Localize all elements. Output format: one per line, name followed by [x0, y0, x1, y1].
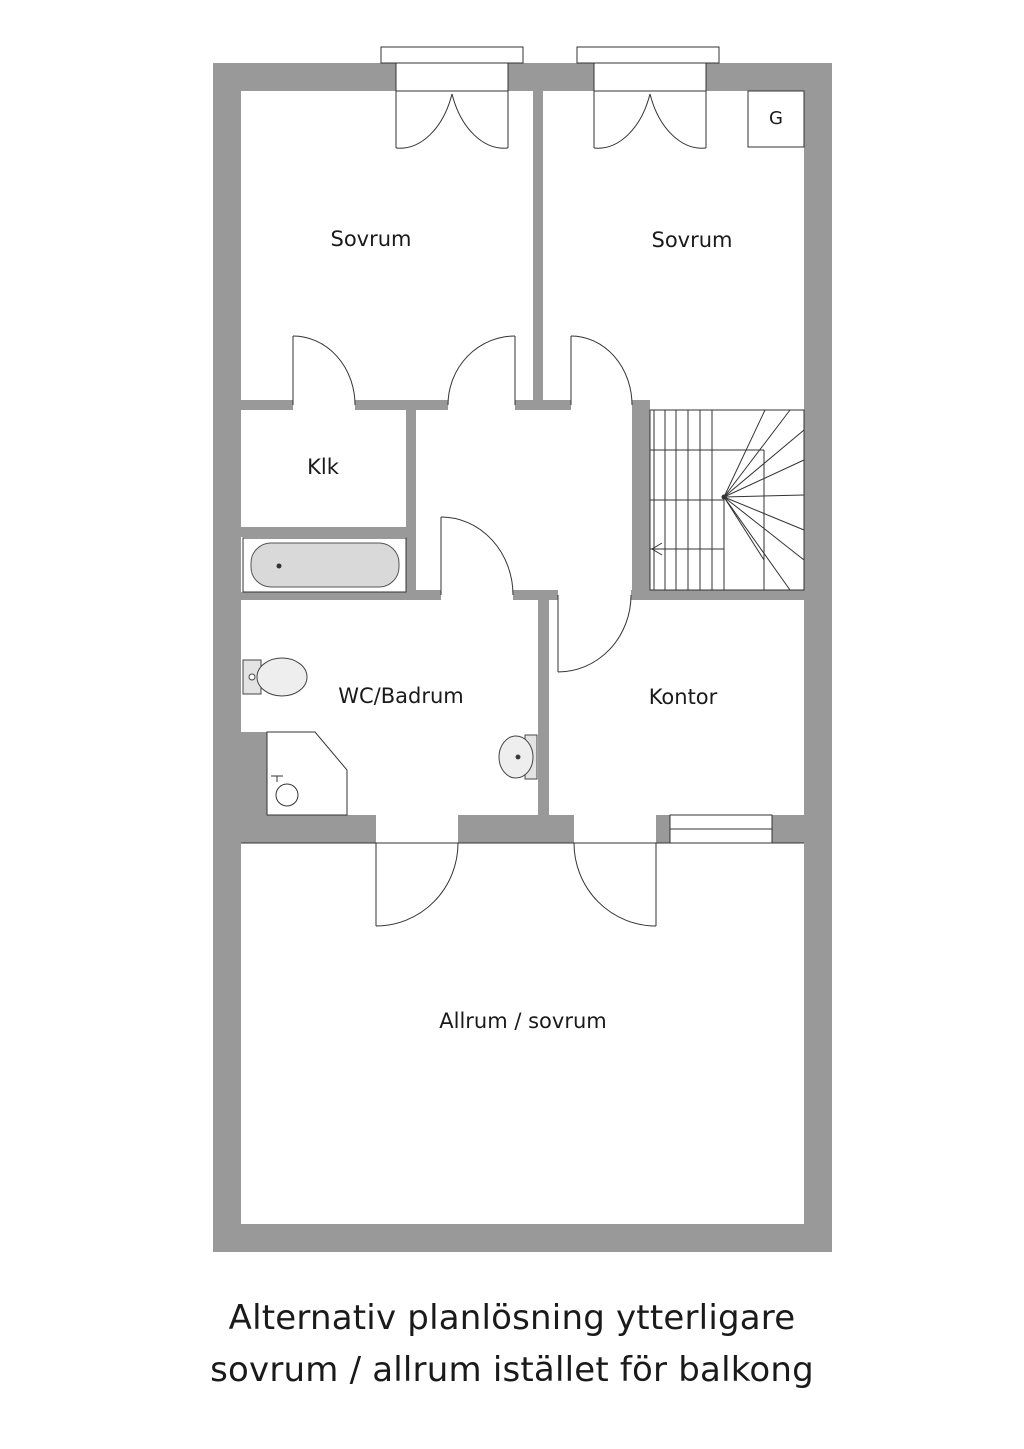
wall-bedroom-divider: [533, 91, 543, 408]
wall-allrum-1: [241, 815, 376, 843]
window-top-left: [380, 46, 524, 64]
wall-under-bedrooms-1: [241, 400, 293, 410]
staircase: [649, 409, 805, 591]
wardrobe-g: [747, 90, 805, 148]
wall-top-left: [213, 63, 396, 91]
wall-allrum-4: [772, 815, 804, 843]
label-wc-badrum: WC/Badrum: [338, 684, 464, 708]
sink: [498, 734, 538, 780]
wall-wc-top-2: [513, 590, 558, 600]
label-g: G: [769, 108, 783, 129]
wall-under-bedrooms-4: [632, 400, 650, 410]
interior-walls: [241, 91, 804, 843]
caption-line-1: Alternativ planlösning ytterligare: [228, 1298, 796, 1338]
outer-walls: [213, 63, 832, 1252]
wall-bottom: [213, 1224, 832, 1252]
caption-line-2: sovrum / allrum istället för balkong: [210, 1350, 814, 1390]
wall-stairs-left: [632, 408, 650, 598]
doors: [292, 63, 707, 927]
label-allrum: Allrum / sovrum: [439, 1009, 606, 1033]
window-top-right: [576, 46, 720, 64]
wall-right: [804, 63, 832, 1252]
wall-allrum-2: [458, 815, 574, 843]
wall-klk-right: [406, 410, 416, 598]
wall-under-bedrooms-3: [515, 400, 571, 410]
toilet: [242, 657, 308, 697]
wall-kontor-top: [631, 590, 804, 600]
wall-bath-bottom: [241, 592, 416, 600]
wall-top-middle: [508, 63, 594, 91]
bathtub: [242, 537, 407, 593]
shower: [266, 731, 348, 816]
wall-wc-corner: [241, 732, 267, 815]
stair-center-dot: [721, 494, 727, 500]
wall-wc-top: [406, 590, 441, 600]
wall-wc-kontor: [538, 590, 549, 842]
wall-klk-bottom: [241, 527, 406, 537]
label-sovrum-left: Sovrum: [330, 227, 411, 251]
wall-allrum-3: [656, 815, 670, 843]
wall-left: [213, 63, 241, 1252]
label-sovrum-right: Sovrum: [651, 228, 732, 252]
label-kontor: Kontor: [649, 685, 718, 709]
label-klk: Klk: [307, 455, 340, 479]
wall-under-bedrooms-2: [355, 400, 448, 410]
top-windows: [380, 46, 720, 64]
